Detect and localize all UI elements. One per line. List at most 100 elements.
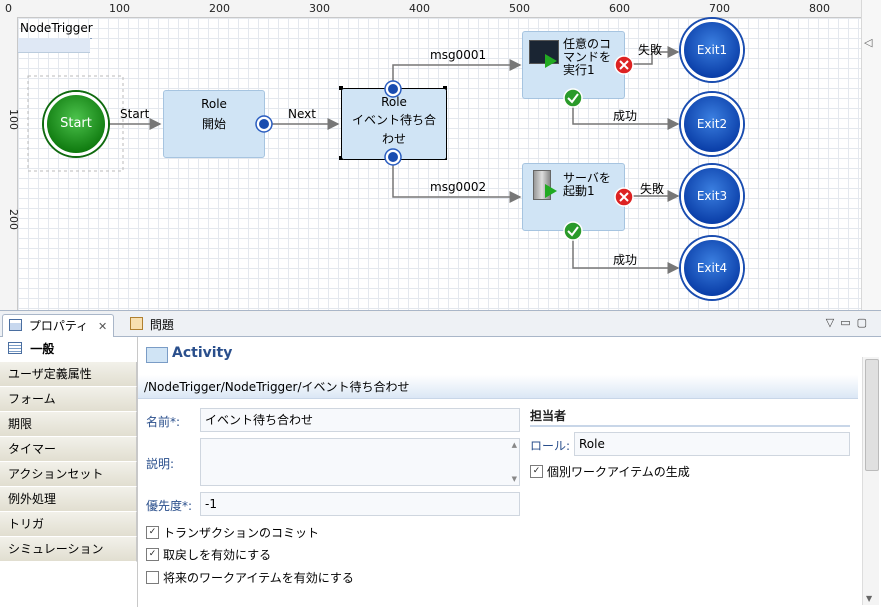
task-label: 起動1	[563, 184, 595, 198]
ruler-tick: 600	[609, 2, 630, 15]
priority-field[interactable]: -1	[200, 492, 520, 516]
properties-scrollbar[interactable]: ▼	[862, 357, 879, 605]
name-field[interactable]: イベント待ち合わせ	[200, 408, 520, 432]
element-path: /NodeTrigger/NodeTrigger/イベント待ち合わせ	[138, 375, 858, 399]
commit-transaction-label: トランザクションのコミット	[163, 526, 320, 540]
nav-item-simulation[interactable]: シミュレーション	[0, 537, 137, 562]
role-node-wait-event[interactable]: Role イベント待ち合 わせ	[341, 88, 447, 160]
ruler-tick: 800	[809, 2, 830, 15]
properties-sidenav: 一般 ユーザ定義属性 フォーム 期限 タイマー アクションセット 例外処理 トリ…	[0, 337, 138, 607]
error-icon[interactable]	[614, 187, 634, 207]
flow-label-next[interactable]: Next	[288, 107, 316, 121]
diagram-canvas[interactable]: 0 100 200 300 400 500 600 700 800 100 20…	[0, 0, 881, 311]
role-node-sublabel: わせ	[381, 132, 406, 146]
section-divider	[530, 425, 850, 427]
view-tabbar: プロパティ ✕ 問題 ▽▭▢	[0, 312, 881, 337]
description-label: 説明:	[146, 457, 175, 471]
name-label: 名前*:	[146, 415, 181, 429]
enable-future-workitem-checkbox[interactable]: 将来のワークアイテムを有効にする	[146, 569, 354, 586]
individual-workitem-label: 個別ワークアイテムの生成	[547, 465, 690, 479]
role-node-start[interactable]: Role 開始	[163, 90, 265, 158]
expand-palette-icon[interactable]: ◁	[864, 36, 873, 49]
error-icon[interactable]	[614, 55, 634, 75]
nav-item-action-set[interactable]: アクションセット	[0, 462, 137, 487]
task-label: マンドを	[563, 50, 612, 64]
nav-item-timer[interactable]: タイマー	[0, 437, 137, 462]
flow-label-success2[interactable]: 成功	[613, 253, 638, 267]
enable-future-workitem-label: 将来のワークアイテムを有効にする	[163, 571, 354, 585]
commit-transaction-checkbox[interactable]: ✓ トランザクションのコミット	[146, 524, 319, 541]
minimize-icon[interactable]: ▭	[840, 316, 857, 329]
exit-node-4[interactable]: Exit4	[681, 237, 743, 299]
role-label: ロール:	[530, 439, 571, 453]
tab-problems-label: 問題	[149, 318, 174, 332]
checkbox-checked-icon: ✓	[530, 465, 543, 478]
scroll-down-icon[interactable]: ▼	[866, 594, 873, 603]
view-menu-icon[interactable]: ▽	[825, 316, 841, 329]
individual-workitem-checkbox[interactable]: ✓ 個別ワークアイテムの生成	[530, 463, 690, 480]
nav-item-form[interactable]: フォーム	[0, 387, 137, 412]
task-node-run-command[interactable]: 任意のコ マンドを 実行1	[522, 31, 625, 99]
nav-item-label: 一般	[30, 342, 55, 356]
flow-label-success1[interactable]: 成功	[613, 109, 638, 123]
activity-title: Activity	[172, 345, 233, 361]
checkbox-checked-icon: ✓	[146, 548, 159, 561]
properties-panel: プロパティ ✕ 問題 ▽▭▢ 一般 ユーザ定義属性 フォーム 期限 タイマー ア…	[0, 312, 881, 607]
exit-node-2[interactable]: Exit2	[681, 93, 743, 155]
close-icon[interactable]: ✕	[97, 320, 108, 333]
flow-label-fail2[interactable]: 失敗	[640, 182, 665, 196]
flow-label-start[interactable]: Start	[120, 107, 150, 121]
description-field[interactable]: ▲ ▼	[200, 438, 520, 486]
start-node[interactable]: Start	[44, 92, 108, 156]
tab-problems[interactable]: 問題	[124, 314, 180, 336]
assignee-section-title: 担当者	[530, 409, 567, 423]
scroll-down-icon[interactable]: ▼	[511, 475, 517, 483]
nav-item-user-attributes[interactable]: ユーザ定義属性	[0, 362, 137, 387]
ruler-tick: 0	[5, 2, 12, 15]
nav-item-general[interactable]: 一般	[0, 337, 137, 362]
ruler-left: 100 200	[0, 17, 20, 310]
role-field[interactable]: Role	[574, 432, 850, 456]
success-icon[interactable]	[563, 88, 583, 108]
tab-properties[interactable]: プロパティ ✕	[2, 314, 115, 337]
nav-item-exception[interactable]: 例外処理	[0, 487, 137, 512]
properties-content: Activity /NodeTrigger/NodeTrigger/イベント待ち…	[138, 337, 858, 607]
task-node-start-server[interactable]: サーバを 起動1	[522, 163, 625, 231]
flow-label-msg1[interactable]: msg0001	[430, 48, 487, 62]
nav-item-trigger[interactable]: トリガ	[0, 512, 137, 537]
success-icon[interactable]	[563, 221, 583, 241]
maximize-icon[interactable]: ▢	[856, 316, 873, 329]
connector-icon[interactable]	[255, 115, 273, 133]
priority-label: 優先度*:	[146, 499, 193, 513]
activity-icon	[146, 347, 168, 363]
ruler-tick: 100	[109, 2, 130, 15]
task-label: 任意のコ	[563, 37, 612, 51]
role-node-sublabel: イベント待ち合	[351, 113, 436, 127]
ruler-tick: 400	[409, 2, 430, 15]
view-controls: ▽▭▢	[826, 316, 873, 329]
exit-node-1[interactable]: Exit1	[681, 19, 743, 81]
task-label: 実行1	[563, 63, 595, 77]
checkbox-checked-icon: ✓	[146, 526, 159, 539]
ruler-tick: 300	[309, 2, 330, 15]
ruler-tick: 200	[209, 2, 230, 15]
role-node-sublabel: 開始	[201, 117, 226, 131]
palette-collapsed[interactable]	[861, 0, 881, 310]
enable-undo-checkbox[interactable]: ✓ 取戻しを有効にする	[146, 546, 271, 563]
scroll-up-icon[interactable]: ▲	[511, 441, 517, 449]
connector-icon[interactable]	[384, 148, 402, 166]
flow-label-fail1[interactable]: 失敗	[638, 43, 663, 57]
exit-node-3[interactable]: Exit3	[681, 165, 743, 227]
nav-item-deadline[interactable]: 期限	[0, 412, 137, 437]
enable-undo-label: 取戻しを有効にする	[163, 548, 272, 562]
play-icon	[545, 54, 557, 68]
role-node-label: Role	[201, 97, 227, 111]
connector-icon[interactable]	[384, 80, 402, 98]
problems-icon	[130, 317, 143, 330]
scrollbar-thumb[interactable]	[865, 359, 879, 471]
flow-label-msg2[interactable]: msg0002	[430, 180, 487, 194]
pool-header-box	[18, 38, 90, 53]
checkbox-unchecked-icon	[146, 571, 159, 584]
properties-icon	[9, 319, 22, 331]
ruler-tick: 700	[709, 2, 730, 15]
